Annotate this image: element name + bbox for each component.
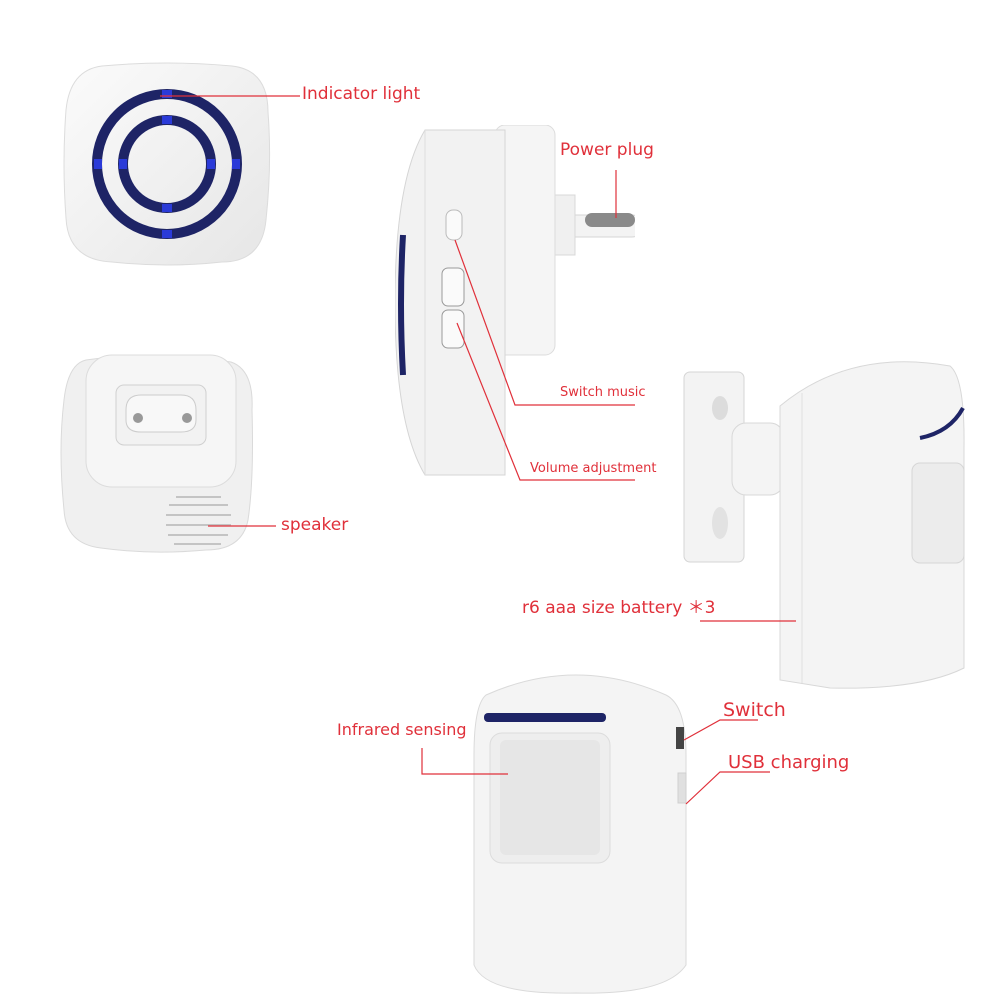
switch-music-label: Switch music xyxy=(560,385,646,400)
switch-label: Switch xyxy=(723,699,786,721)
power-plug-leader-line xyxy=(615,170,617,218)
side-leader-lines xyxy=(454,239,635,481)
indicator-light-label: Indicator light xyxy=(302,84,421,104)
infrared-sensing-label: Infrared sensing xyxy=(337,720,467,739)
battery-label: r6 aaa size battery ＊3 xyxy=(522,598,716,618)
usb-charging-leader-line xyxy=(685,771,770,805)
receiver-side-view xyxy=(395,125,635,480)
speaker-label: speaker xyxy=(281,515,349,535)
battery-leader-line xyxy=(700,620,796,622)
motion-sensor-front-view xyxy=(466,665,706,995)
receiver-front-view xyxy=(62,62,272,267)
usb-charging-label: USB charging xyxy=(728,752,850,773)
indicator-light-leader-line xyxy=(160,95,300,97)
infrared-sensing-leader-line xyxy=(421,748,508,775)
motion-sensor-bracket-view xyxy=(680,348,970,693)
power-plug-label: Power plug xyxy=(560,140,654,160)
volume-adjustment-label: Volume adjustment xyxy=(530,461,657,476)
receiver-back-view xyxy=(56,350,256,555)
switch-leader-line xyxy=(683,719,758,741)
speaker-leader-line xyxy=(208,525,276,527)
